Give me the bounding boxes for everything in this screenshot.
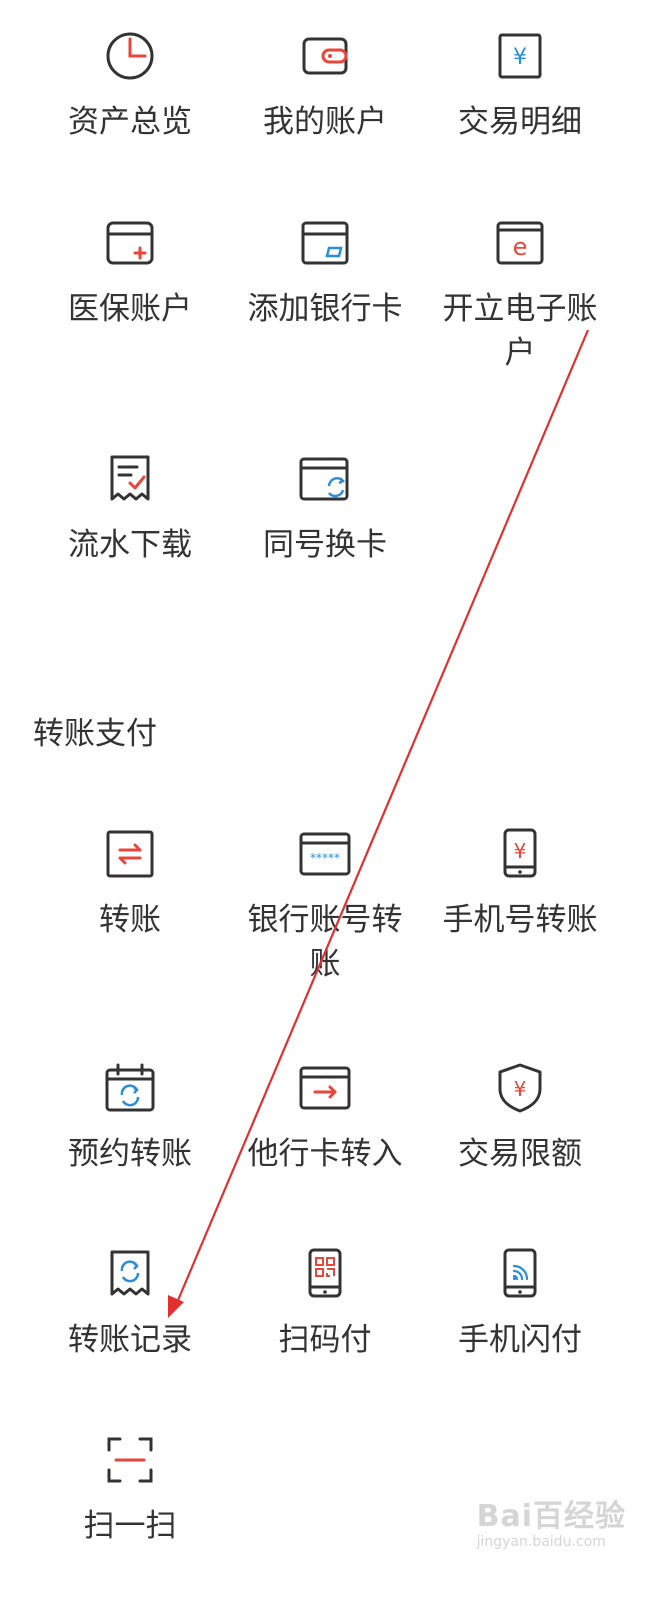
clock-icon	[104, 30, 156, 82]
shield-yuan-icon: ¥	[494, 1062, 546, 1114]
menu-item-label: 扫码付	[278, 1322, 372, 1358]
scan-icon	[104, 1434, 156, 1486]
menu-item-my-account[interactable]: 我的账户	[230, 30, 420, 144]
svg-text:¥: ¥	[514, 1077, 527, 1101]
menu-item-statement-download[interactable]: 流水下载	[35, 453, 225, 567]
menu-item-label: 转账	[99, 902, 161, 938]
svg-text:e: e	[513, 233, 528, 261]
menu-item-label: 扫一扫	[83, 1508, 177, 1544]
menu-item-label: 资产总览	[68, 104, 192, 140]
card-e-icon: e	[494, 217, 546, 269]
svg-text:¥: ¥	[513, 45, 527, 70]
menu-item-label: 交易明细	[458, 104, 582, 140]
menu-item-other-bank-card-transfer-in[interactable]: 他行卡转入	[230, 1062, 420, 1176]
menu-item-label: 手机闪付	[458, 1322, 582, 1358]
svg-text:¥: ¥	[514, 839, 527, 863]
phone-yuan-icon: ¥	[494, 828, 546, 880]
menu-item-phone-number-transfer[interactable]: ¥ 手机号转账	[425, 828, 615, 942]
svg-text:*****: *****	[310, 851, 340, 865]
menu-item-transfer[interactable]: 转账	[35, 828, 225, 942]
menu-item-label: 开立电子账户	[442, 291, 598, 371]
menu-item-label: 手机号转账	[442, 902, 598, 938]
menu-item-medical-insurance-account[interactable]: 医保账户	[35, 217, 225, 331]
section-title-transfer-payment: 转账支付	[33, 716, 157, 752]
card-number-icon: *****	[299, 828, 351, 880]
menu-item-label: 转账记录	[68, 1322, 192, 1358]
menu-item-label: 添加银行卡	[247, 291, 403, 327]
menu-item-same-number-card-change[interactable]: 同号换卡	[230, 453, 420, 567]
menu-item-label: 预约转账	[68, 1136, 192, 1172]
watermark-url: jingyan.baidu.com	[476, 1534, 606, 1550]
card-exchange-icon	[299, 453, 351, 505]
baidu-watermark: Bai百经验 jingyan.baidu.com	[476, 1499, 626, 1551]
menu-item-bank-account-transfer[interactable]: ***** 银行账号转账	[230, 828, 420, 986]
menu-item-label: 交易限额	[458, 1136, 582, 1172]
receipt-refresh-icon	[104, 1248, 156, 1300]
menu-item-transaction-limit[interactable]: ¥ 交易限额	[425, 1062, 615, 1176]
menu-item-asset-overview[interactable]: 资产总览	[35, 30, 225, 144]
menu-item-scheduled-transfer[interactable]: 预约转账	[35, 1062, 225, 1176]
menu-item-transfer-records[interactable]: 转账记录	[35, 1248, 225, 1362]
card-arrow-in-icon	[299, 1062, 351, 1114]
menu-item-label: 流水下载	[68, 527, 192, 563]
menu-item-add-bank-card[interactable]: 添加银行卡	[230, 217, 420, 331]
menu-item-mobile-quickpass[interactable]: 手机闪付	[425, 1248, 615, 1362]
menu-item-label: 医保账户	[68, 291, 192, 327]
menu-item-label: 同号换卡	[263, 527, 387, 563]
menu-item-open-e-account[interactable]: e 开立电子账户	[425, 217, 615, 375]
menu-item-label: 我的账户	[263, 104, 387, 140]
calendar-refresh-icon	[104, 1062, 156, 1114]
menu-item-label: 他行卡转入	[247, 1136, 403, 1172]
yuan-document-icon: ¥	[494, 30, 546, 82]
phone-nfc-icon	[494, 1248, 546, 1300]
card-add-icon	[299, 217, 351, 269]
menu-item-scan[interactable]: 扫一扫	[35, 1434, 225, 1548]
card-plus-icon	[104, 217, 156, 269]
menu-item-label: 银行账号转账	[247, 902, 403, 982]
receipt-check-icon	[104, 453, 156, 505]
menu-item-transaction-details[interactable]: ¥ 交易明细	[425, 30, 615, 144]
phone-qr-icon	[299, 1248, 351, 1300]
watermark-logo-text: Bai百经验	[476, 1499, 626, 1534]
transfer-arrows-icon	[104, 828, 156, 880]
menu-item-scan-to-pay[interactable]: 扫码付	[230, 1248, 420, 1362]
wallet-icon	[299, 30, 351, 82]
